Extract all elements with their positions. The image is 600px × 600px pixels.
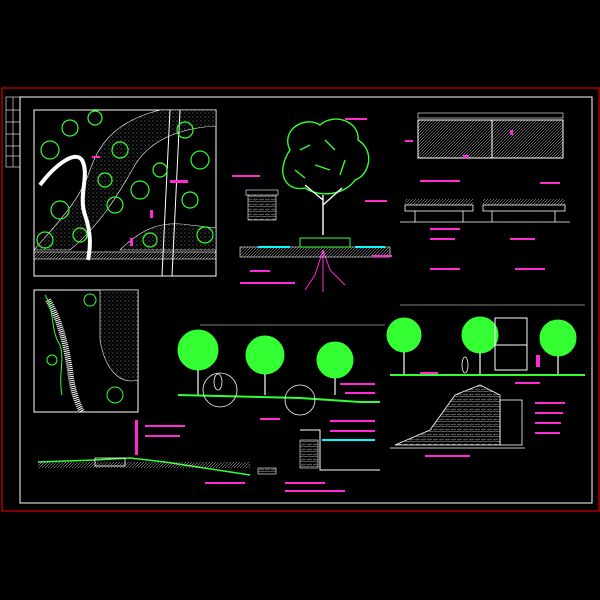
title-block — [5, 96, 21, 168]
inner-frame — [19, 96, 593, 504]
pavilion-elevation — [386, 304, 585, 384]
bridge-sections — [400, 180, 570, 270]
bridge-plan — [405, 112, 564, 159]
tree-section — [232, 118, 392, 292]
landscape-section — [177, 324, 385, 420]
bottom-section-left — [37, 420, 277, 484]
site-plan-top — [33, 109, 217, 277]
retaining-wall-section — [390, 384, 565, 457]
bottom-section-right — [285, 420, 380, 492]
site-plan-detail — [33, 289, 139, 413]
outer-frame — [1, 87, 600, 512]
